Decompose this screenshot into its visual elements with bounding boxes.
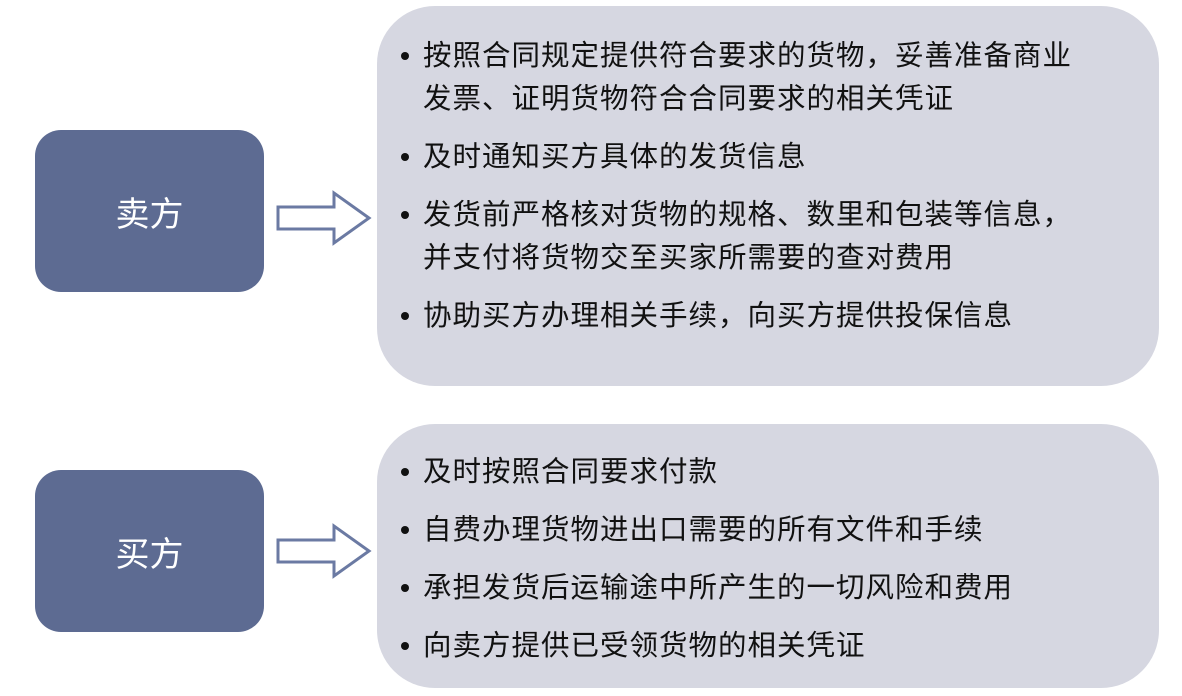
buyer-duties-panel: 及时按照合同要求付款 自费办理货物进出口需要的所有文件和手续 承担发货后运输途中… (377, 424, 1159, 688)
duty-line: 发货前严格核对货物的规格、数里和包装等信息， (423, 198, 1073, 231)
buyer-duties-list: 及时按照合同要求付款 自费办理货物进出口需要的所有文件和手续 承担发货后运输途中… (399, 450, 1139, 667)
duty-line: 及时通知买方具体的发货信息 (423, 140, 807, 173)
list-item: 向卖方提供已受领货物的相关凭证 (399, 624, 1139, 667)
bullet-dot-icon (401, 52, 409, 60)
buyer-box: 买方 (35, 470, 264, 632)
bullet-dot-icon (401, 526, 409, 534)
list-item: 发货前严格核对货物的规格、数里和包装等信息， 并支付将货物交至买家所需要的查对费… (399, 193, 1139, 279)
bullet-dot-icon (401, 642, 409, 650)
duty-line: 并支付将货物交至买家所需要的查对费用 (423, 241, 955, 274)
seller-duties-list: 按照合同规定提供符合要求的货物，妥善准备商业 发票、证明货物符合合同要求的相关凭… (399, 34, 1139, 337)
duty-line: 协助买方办理相关手续，向买方提供投保信息 (423, 299, 1014, 332)
list-item: 按照合同规定提供符合要求的货物，妥善准备商业 发票、证明货物符合合同要求的相关凭… (399, 34, 1139, 120)
buyer-label: 买方 (115, 534, 184, 575)
bullet-dot-icon (401, 312, 409, 320)
right-arrow-icon (276, 190, 372, 246)
bullet-dot-icon (401, 211, 409, 219)
list-item: 及时通知买方具体的发货信息 (399, 135, 1139, 178)
duty-line: 承担发货后运输途中所产生的一切风险和费用 (423, 571, 1014, 604)
right-arrow-icon (276, 523, 372, 579)
list-item: 及时按照合同要求付款 (399, 450, 1139, 493)
duty-line: 按照合同规定提供符合要求的货物，妥善准备商业 (423, 39, 1073, 72)
bullet-dot-icon (401, 584, 409, 592)
duty-line: 自费办理货物进出口需要的所有文件和手续 (423, 513, 984, 546)
duty-line: 发票、证明货物符合合同要求的相关凭证 (423, 82, 955, 115)
duty-line: 及时按照合同要求付款 (423, 455, 719, 488)
duty-line: 向卖方提供已受领货物的相关凭证 (423, 629, 866, 662)
bullet-dot-icon (401, 468, 409, 476)
list-item: 自费办理货物进出口需要的所有文件和手续 (399, 508, 1139, 551)
seller-box: 卖方 (35, 130, 264, 292)
bullet-dot-icon (401, 153, 409, 161)
list-item: 承担发货后运输途中所产生的一切风险和费用 (399, 566, 1139, 609)
list-item: 协助买方办理相关手续，向买方提供投保信息 (399, 294, 1139, 337)
seller-duties-panel: 按照合同规定提供符合要求的货物，妥善准备商业 发票、证明货物符合合同要求的相关凭… (377, 6, 1159, 386)
seller-label: 卖方 (115, 194, 184, 235)
